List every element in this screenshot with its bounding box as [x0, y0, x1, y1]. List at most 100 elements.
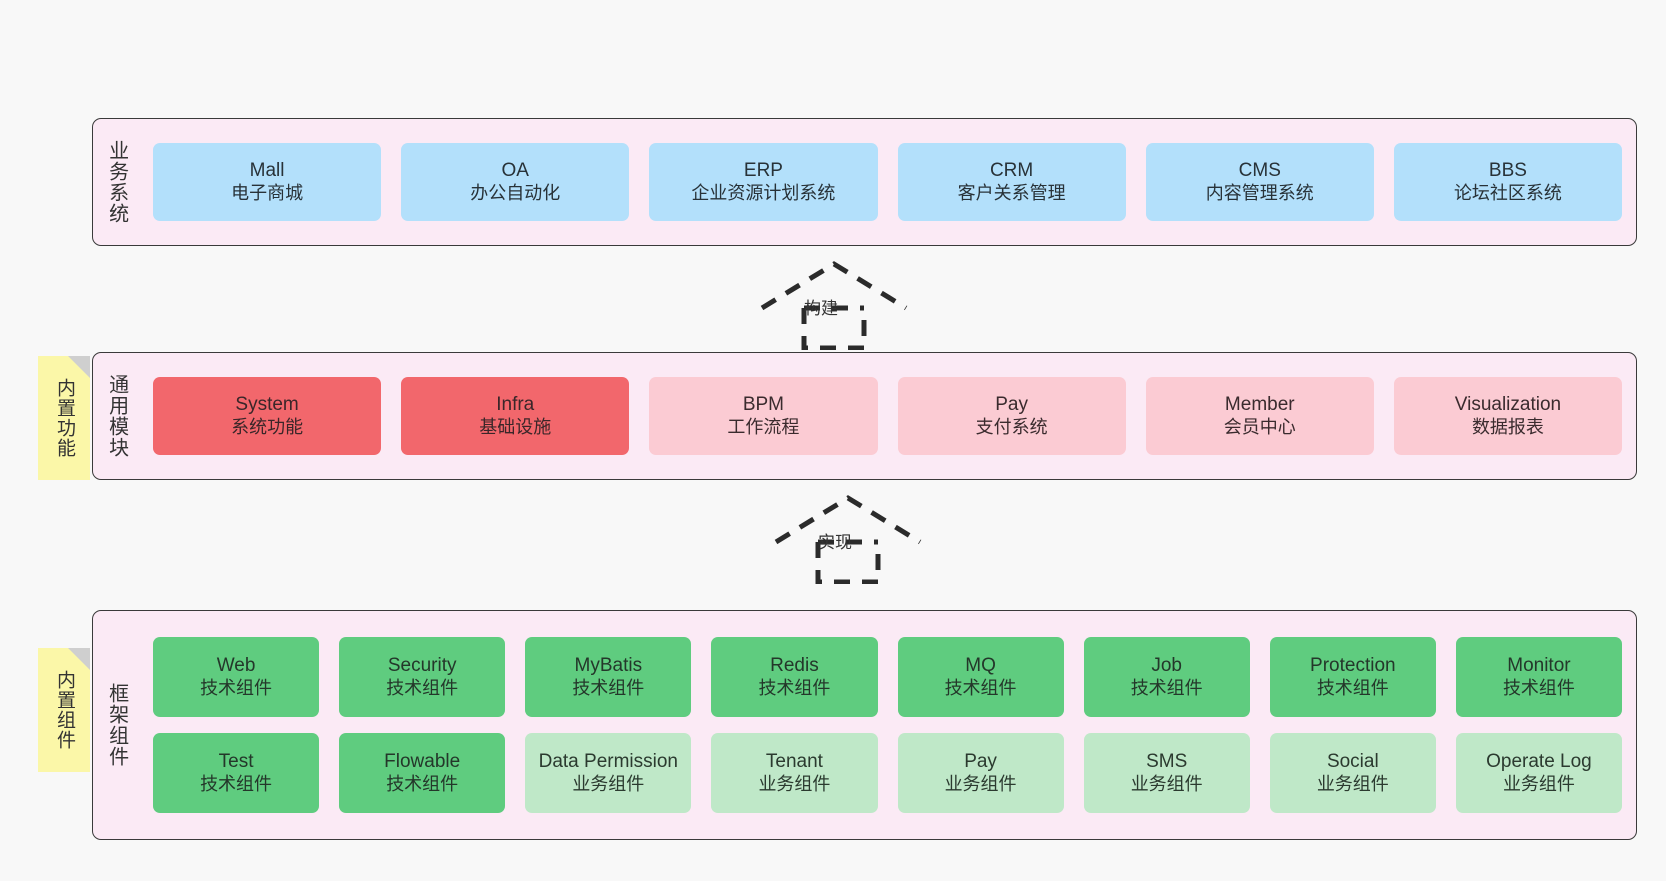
- cell-subtitle: 技术组件: [1502, 677, 1575, 698]
- cell-title: Operate Log: [1486, 751, 1592, 773]
- cell-subtitle: 技术组件: [944, 677, 1017, 698]
- cell-title: Data Permission: [538, 751, 678, 773]
- cell-subtitle: 电子商城: [231, 182, 304, 203]
- layer-common-module-label: 通用模块: [105, 374, 128, 458]
- cell-subtitle: 技术组件: [1130, 677, 1203, 698]
- cell-title: CRM: [989, 160, 1034, 182]
- cell-title: ERP: [743, 160, 783, 182]
- cell-title: Web: [216, 655, 256, 677]
- arrow-build: 构建: [758, 258, 910, 351]
- cell-subtitle: 工作流程: [727, 416, 800, 437]
- note-builtin-features-label: 内置功能: [54, 378, 76, 458]
- cell-title: Member: [1224, 394, 1295, 416]
- cell-title: Job: [1151, 655, 1182, 677]
- cell-subtitle: 支付系统: [975, 416, 1048, 437]
- arrow-build-label: 构建: [804, 299, 838, 318]
- arrow-implement-label: 实现: [818, 533, 852, 552]
- cell-subtitle: 系统功能: [231, 416, 304, 437]
- note-builtin-components: 内置组件: [38, 648, 90, 772]
- layer-business-system-label: 业务系统: [105, 140, 128, 224]
- note-builtin-components-label: 内置组件: [54, 670, 76, 750]
- cell-title: Visualization: [1454, 394, 1562, 416]
- arrow-build-icon: [760, 261, 908, 351]
- cell-subtitle: 技术组件: [386, 773, 459, 794]
- cell-title: Tenant: [765, 751, 823, 773]
- cell-title: Redis: [770, 655, 819, 677]
- arrow-implement: 实现: [772, 492, 924, 585]
- cell-subtitle: 技术组件: [758, 677, 831, 698]
- cell-subtitle: 企业资源计划系统: [691, 182, 836, 203]
- cell-title: Infra: [496, 394, 535, 416]
- cell-title: System: [235, 394, 299, 416]
- cell-title: Mall: [249, 160, 285, 182]
- cell-subtitle: 论坛社区系统: [1453, 182, 1562, 203]
- cell-title: MQ: [965, 655, 996, 677]
- cell-title: CMS: [1238, 160, 1281, 182]
- cell-title: Pay: [995, 394, 1028, 416]
- cell-subtitle: 业务组件: [944, 773, 1017, 794]
- cell-title: Test: [218, 751, 254, 773]
- arrow-implement-icon: [774, 495, 922, 585]
- note-fold-corner-icon: [68, 648, 90, 670]
- cell-subtitle: 技术组件: [1316, 677, 1389, 698]
- cell-subtitle: 技术组件: [200, 677, 273, 698]
- cell-title: Security: [387, 655, 457, 677]
- cell-subtitle: 数据报表: [1471, 416, 1544, 437]
- note-fold-corner-icon: [68, 356, 90, 378]
- cell-subtitle: 业务组件: [1316, 773, 1389, 794]
- cell-subtitle: 技术组件: [386, 677, 459, 698]
- layer-framework-component-label: 框架组件: [105, 683, 128, 767]
- cell-subtitle: 技术组件: [200, 773, 273, 794]
- cell-subtitle: 会员中心: [1223, 416, 1296, 437]
- cell-title: Pay: [964, 751, 997, 773]
- cell-title: OA: [501, 160, 529, 182]
- cell-title: Protection: [1310, 655, 1396, 677]
- cell-subtitle: 业务组件: [1130, 773, 1203, 794]
- cell-title: BBS: [1488, 160, 1527, 182]
- cell-title: BPM: [742, 394, 785, 416]
- cell-subtitle: 内容管理系统: [1205, 182, 1314, 203]
- note-builtin-features: 内置功能: [38, 356, 90, 480]
- cell-subtitle: 技术组件: [572, 677, 645, 698]
- cell-subtitle: 业务组件: [758, 773, 831, 794]
- cell-subtitle: 基础设施: [479, 416, 552, 437]
- cell-subtitle: 客户关系管理: [957, 182, 1066, 203]
